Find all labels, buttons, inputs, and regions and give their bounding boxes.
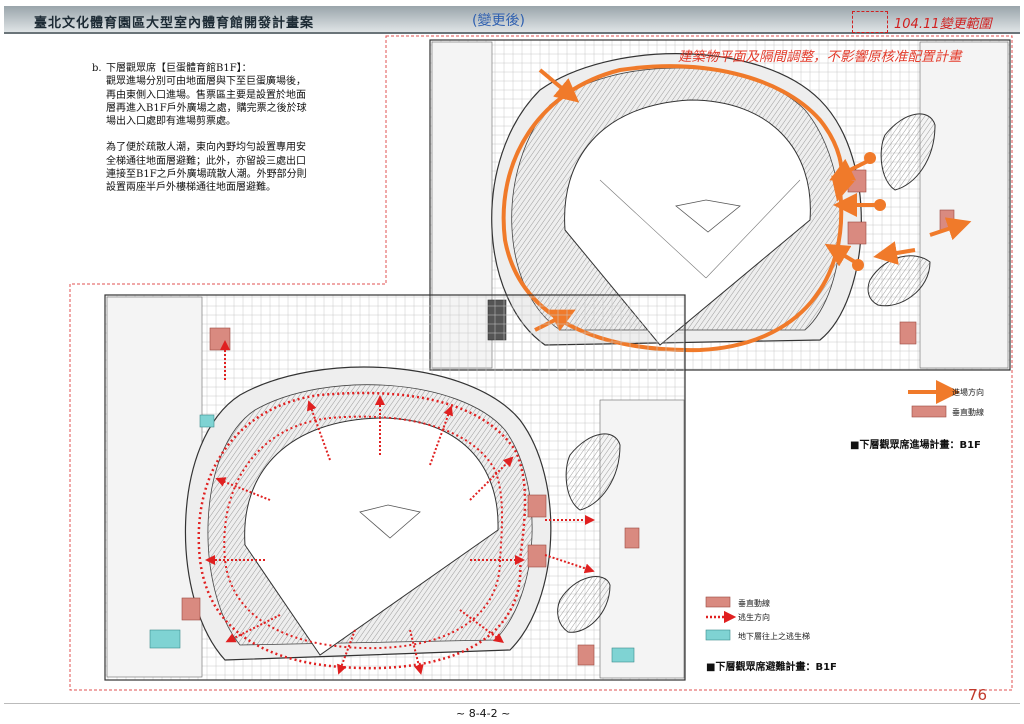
page-code: ~ 8-4-2 ~ — [456, 707, 511, 720]
legend-vertical-swatch-bottom — [705, 596, 731, 608]
description-line: 設置兩座半戶外樓梯通往地面層避難。 — [106, 182, 276, 194]
top-plan-title: ■下層觀眾席進場計畫：B1F — [850, 440, 981, 451]
document-title: 臺北文化體育園區大型室內體育館開發計畫案 — [34, 16, 315, 31]
bottom-plan — [104, 294, 686, 681]
legend-vertical-swatch-top — [911, 405, 947, 418]
change-range-legend-box — [852, 11, 888, 33]
description-line: 再由東側入口進場。售票區主要是設置於地面 — [106, 89, 306, 101]
description-line: 連接至B1F之戶外廣場疏散人潮。外野部分則 — [106, 169, 307, 181]
after-change-tag: (變更後) — [472, 13, 525, 29]
page-number: 76 — [968, 686, 988, 704]
change-range-label: 104.11變更範圍 — [894, 17, 992, 32]
header-divider — [4, 32, 1020, 34]
legend-vertical-label-bottom: 垂直動線 — [738, 599, 770, 608]
description-line: 場出入口處即有進場剪票處。 — [106, 116, 236, 128]
change-range-boundary — [69, 35, 1013, 691]
description-line: 全梯通往地面層避難；此外，亦留設三處出口 — [106, 155, 306, 167]
footer-rule — [4, 703, 1020, 704]
description-line: 層再進入B1F戶外廣場之處，購完票之後於球 — [106, 102, 307, 114]
description-line: 下層觀眾席【巨蛋體育館B1F】： — [106, 63, 252, 74]
description-line: 觀眾進場分別可由地面層與下至巨蛋廣場後， — [106, 76, 306, 88]
top-plan — [429, 39, 1011, 371]
change-note: 建築物平面及隔間調整，不影響原核准配置計畫 — [678, 49, 962, 65]
legend-escape-label: 逃生方向 — [738, 613, 770, 622]
description-block: b. 下層觀眾席【巨蛋體育館B1F】： 觀眾進場分別可由地面層與下至巨蛋廣場後，… — [92, 62, 392, 195]
description-item-label: b. — [92, 63, 102, 74]
legend-stair-label: 地下層往上之逃生梯 — [738, 632, 810, 641]
bottom-plan-title: ■下層觀眾席避難計畫：B1F — [706, 662, 837, 673]
description-line: 為了便於疏散人潮，東向內野均勻設置專用安 — [106, 142, 306, 154]
legend-vertical-label-top: 垂直動線 — [952, 408, 984, 417]
legend-stair-swatch — [705, 629, 731, 641]
legend-entry-direction-label: 進場方向 — [952, 388, 984, 397]
header-bar — [4, 6, 1020, 32]
